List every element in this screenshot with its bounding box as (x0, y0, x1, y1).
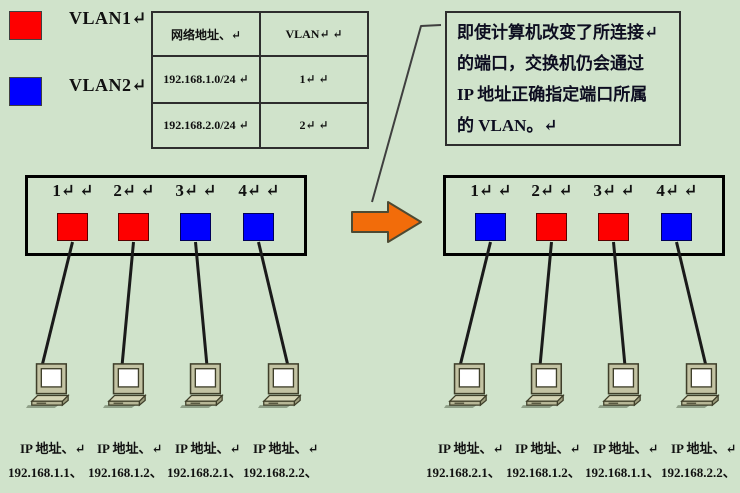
port-square-vlan1 (598, 213, 629, 241)
computer-icon (103, 363, 147, 408)
ip-address-label: IP 地址、↵ (175, 441, 241, 456)
ip-address-value: 192.168.2.1、 (426, 465, 501, 480)
annotation-box: 即使计算机改变了所连接↵ 的端口，交换机仍会通过 IP 地址正确指定端口所属 的… (445, 11, 681, 146)
computer (258, 362, 304, 408)
port-square-vlan2 (661, 213, 692, 241)
port-number: 4↵ ↵ (238, 181, 280, 200)
port-number: 1↵ ↵ (470, 181, 512, 200)
ip-address-value: 192.168.2.2、 (661, 465, 736, 480)
computer (521, 362, 567, 408)
cell-network: 192.168.2.0/24 ↵ (151, 102, 261, 149)
port-square-vlan1 (57, 213, 88, 241)
network-panel-after: 1↵ ↵2↵ ↵3↵ ↵4↵ ↵ IP 地址、↵192.168.2 (418, 170, 740, 493)
header-vlan: VLAN↵ ↵ (259, 11, 369, 57)
cell-network: 192.168.1.0/24 ↵ (151, 55, 261, 104)
vlan2-color-swatch (9, 77, 42, 106)
port-number: 1↵ ↵ (52, 181, 94, 200)
ip-address-label: IP 地址、↵ (20, 441, 86, 456)
ip-address-value: 192.168.1.1、 (8, 465, 83, 480)
switch-box (25, 175, 307, 256)
computer-icon (180, 363, 224, 408)
port-number: 3↵ ↵ (175, 181, 217, 200)
port-number: 2↵ ↵ (531, 181, 573, 200)
ip-address-label: IP 地址、↵ (515, 441, 581, 456)
cable-lines (458, 241, 708, 367)
vlan1-legend-label: VLAN1↵ (69, 8, 148, 28)
computer-icon (444, 363, 488, 408)
ip-address-value: 192.168.1.2、 (88, 465, 163, 480)
computer-icon (598, 363, 642, 408)
ip-address-label: IP 地址、↵ (671, 441, 737, 456)
computer (676, 362, 722, 408)
ip-address-label: IP 地址、↵ (253, 441, 319, 456)
computer-icon (676, 363, 720, 408)
table-header-row: 网络地址、↵ VLAN↵ ↵ (151, 11, 369, 57)
cable-line (120, 241, 135, 367)
cable-line (675, 241, 708, 367)
ip-address-value: 192.168.2.1、 (167, 465, 242, 480)
ip-address-label: IP 地址、↵ (97, 441, 163, 456)
vlan1-color-swatch (9, 11, 42, 40)
network-panel-before: 1↵ ↵2↵ ↵3↵ ↵4↵ ↵ IP 地址、↵192.168.1 (0, 170, 322, 493)
port-number: 4↵ ↵ (656, 181, 698, 200)
port-number: 3↵ ↵ (593, 181, 635, 200)
ip-address-label: IP 地址、↵ (438, 441, 504, 456)
cable-line (458, 241, 492, 367)
transition-arrow-icon (351, 201, 422, 243)
header-network-address: 网络地址、↵ (151, 11, 261, 57)
ip-address-value: 192.168.2.2、 (243, 465, 318, 480)
computer-icon (258, 363, 302, 408)
vlan-mapping-table: 网络地址、↵ VLAN↵ ↵ 192.168.1.0/24 ↵ 1↵ ↵ 192… (151, 11, 369, 149)
table-row: 192.168.2.0/24 ↵ 2↵ ↵ (151, 102, 369, 149)
ip-address-value: 192.168.1.1、 (585, 465, 660, 480)
ip-address-label: IP 地址、↵ (593, 441, 659, 456)
vlan2-legend-label: VLAN2↵ (69, 75, 148, 95)
port-square-vlan1 (536, 213, 567, 241)
computer (444, 362, 490, 408)
table-row: 192.168.1.0/24 ↵ 1↵ ↵ (151, 55, 369, 104)
computer (26, 362, 72, 408)
computer (180, 362, 226, 408)
cable-line (612, 241, 627, 367)
cell-vlan: 2↵ ↵ (259, 102, 369, 149)
computer (103, 362, 149, 408)
port-square-vlan1 (118, 213, 149, 241)
computer-icon (521, 363, 565, 408)
port-number: 2↵ ↵ (113, 181, 155, 200)
cell-vlan: 1↵ ↵ (259, 55, 369, 104)
port-square-vlan2 (243, 213, 274, 241)
port-square-vlan2 (180, 213, 211, 241)
cable-lines (40, 241, 290, 367)
ip-address-value: 192.168.1.2、 (506, 465, 581, 480)
cable-line (538, 241, 553, 367)
port-square-vlan2 (475, 213, 506, 241)
computer-icon (26, 363, 70, 408)
cable-line (194, 241, 209, 367)
cable-line (40, 241, 74, 367)
switch-box (443, 175, 725, 256)
computer (598, 362, 644, 408)
cable-line (257, 241, 290, 367)
